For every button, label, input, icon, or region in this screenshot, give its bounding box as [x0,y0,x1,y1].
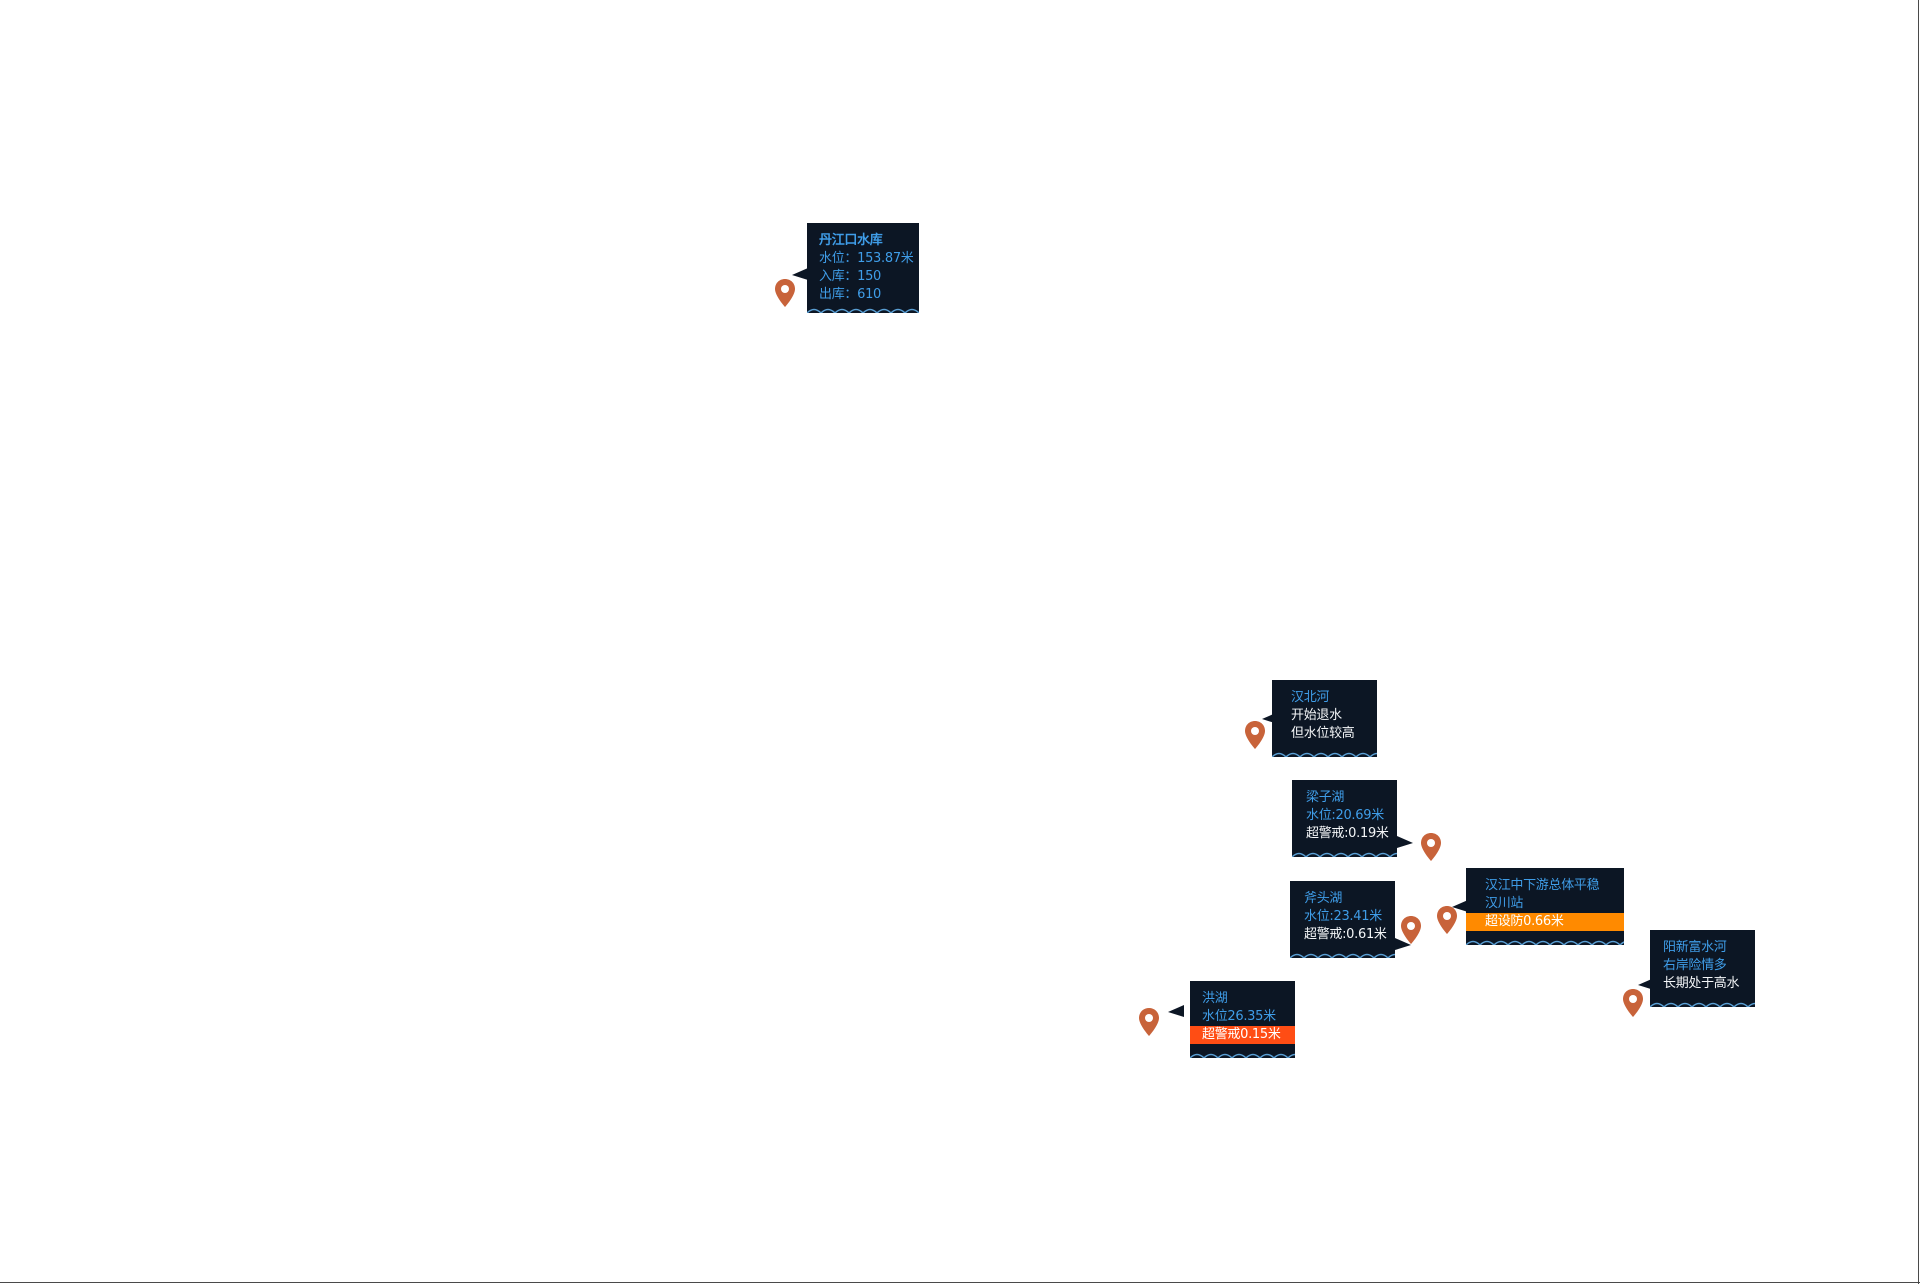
station-name: 汉川站 [1485,896,1524,911]
map-border-right [1918,0,1919,1284]
water-level: 水位:20.69米 [1306,808,1384,823]
warning-excess: 超警戒:0.19米 [1306,826,1389,841]
status-line: 但水位较高 [1291,726,1355,741]
callout-pointer [1397,836,1413,848]
map-pin-icon[interactable] [1622,988,1644,1018]
map-border-bottom [0,1282,1920,1283]
station-callout-hanjiang[interactable]: 汉江中下游总体平稳 汉川站 超设防0.66米 [1466,868,1624,945]
station-title: 斧头湖 [1304,891,1343,906]
station-title: 梁子湖 [1306,790,1345,805]
station-callout-hanbeihe[interactable]: 汉北河 开始退水 但水位较高 [1272,680,1377,757]
wave-decoration [1190,1052,1295,1058]
station-callout-yangxin[interactable]: 阳新富水河 右岸险情多 长期处于高水 [1650,930,1755,1007]
wave-decoration [1272,751,1377,757]
status-line: 长期处于高水 [1663,976,1740,991]
callout-pointer [1452,900,1468,912]
station-title: 汉江中下游总体平稳 [1485,878,1600,893]
map-pin-icon[interactable] [1244,720,1266,750]
outflow: 出库：610 [819,287,882,302]
map-pin-icon[interactable] [1400,915,1422,945]
wave-decoration [1466,939,1624,945]
wave-decoration [807,307,919,313]
station-title: 洪湖 [1202,991,1228,1006]
station-title: 阳新富水河 [1663,940,1727,955]
warning-excess: 超设防0.66米 [1466,913,1624,931]
map-pin-icon[interactable] [1436,905,1458,935]
callout-pointer [1168,1005,1184,1017]
station-callout-futouhu[interactable]: 斧头湖 水位:23.41米 超警戒:0.61米 [1290,881,1395,958]
station-callout-honghu[interactable]: 洪湖 水位26.35米 超警戒0.15米 [1190,981,1295,1058]
inflow: 入库：150 [819,269,882,284]
water-level: 水位：153.87米 [819,251,914,266]
water-level: 水位26.35米 [1202,1009,1276,1024]
callout-pointer [792,268,808,280]
water-level: 水位:23.41米 [1304,909,1382,924]
map-pin-icon[interactable] [1138,1007,1160,1037]
status-line: 右岸险情多 [1663,958,1727,973]
map-pin-icon[interactable] [774,278,796,308]
wave-decoration [1292,851,1397,857]
map-pin-icon[interactable] [1420,832,1442,862]
station-title: 丹江口水库 [819,233,883,248]
wave-decoration [1650,1001,1755,1007]
station-title: 汉北河 [1291,690,1330,705]
status-line: 开始退水 [1291,708,1342,723]
warning-excess: 超警戒:0.61米 [1304,927,1387,942]
warning-excess: 超警戒0.15米 [1190,1026,1295,1044]
station-callout-danjiangkou[interactable]: 丹江口水库 水位：153.87米 入库：150 出库：610 [807,223,919,313]
wave-decoration [1290,952,1395,958]
station-callout-liangzihu[interactable]: 梁子湖 水位:20.69米 超警戒:0.19米 [1292,780,1397,857]
callout-pointer [1395,938,1411,950]
